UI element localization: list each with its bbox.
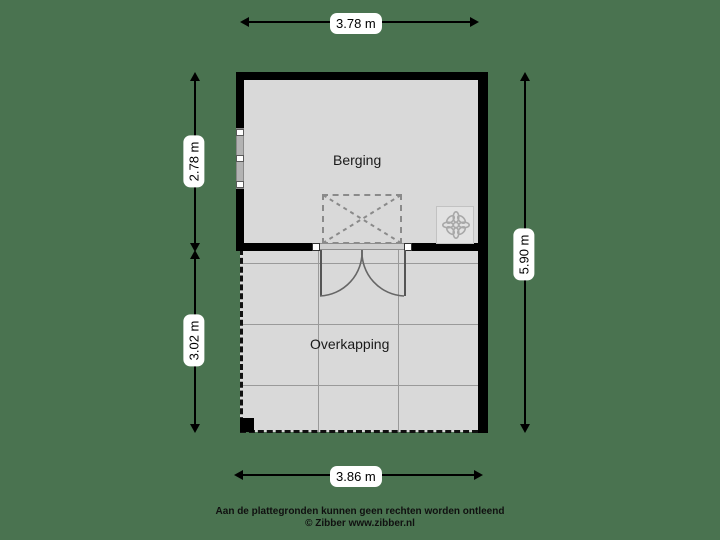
corner-post <box>240 418 254 432</box>
door-swing-arcs <box>319 249 405 297</box>
window-pane <box>236 129 244 136</box>
footer: Aan de plattegronden kunnen geen rechten… <box>0 506 720 530</box>
footer-credit: © Zibber www.zibber.nl <box>305 518 415 529</box>
dimension-right-arrow-bottom <box>520 424 530 433</box>
dimension-bottom-arrow-right <box>474 470 483 480</box>
wall-berging-right <box>478 72 488 249</box>
door-jamb-left <box>312 243 320 251</box>
fan-icon <box>442 211 470 239</box>
room-label-berging: Berging <box>333 152 382 168</box>
room-label-overkapping: Overkapping <box>310 336 390 352</box>
tile-line-vertical <box>398 249 399 432</box>
ceiling-hatch-cross-icon <box>322 194 402 244</box>
dimension-bottom-label: 3.86 m <box>330 466 382 487</box>
dimension-top-label: 3.78 m <box>330 13 382 34</box>
footer-disclaimer: Aan de plattegronden kunnen geen rechten… <box>215 506 505 517</box>
dimension-left-lower-arrow-bottom <box>190 424 200 433</box>
wall-berging-left-lower <box>236 188 244 249</box>
dimension-top-arrow-left <box>240 17 249 27</box>
door-jamb-right <box>404 243 412 251</box>
dimension-bottom-arrow-left <box>234 470 243 480</box>
dimension-left-upper-arrow-top <box>190 72 200 81</box>
wall-berging-bottom-left <box>236 243 312 251</box>
door-leaf-right <box>404 250 406 296</box>
wall-berging-left-upper <box>236 72 244 129</box>
door-leaf-left <box>320 250 322 296</box>
dimension-top-arrow-right <box>470 17 479 27</box>
wall-canopy-right <box>478 243 488 433</box>
tile-line-vertical <box>318 249 319 432</box>
wall-berging-top <box>236 72 488 80</box>
overkapping-floor <box>240 249 478 432</box>
tile-line-horizontal <box>240 324 478 325</box>
dimension-left-upper-arrow-bottom <box>190 243 200 252</box>
tile-line-horizontal <box>240 263 478 264</box>
dimension-left-upper-label: 2.78 m <box>183 135 205 188</box>
dimension-right-arrow-top <box>520 72 530 81</box>
window-pane <box>236 155 244 162</box>
canopy-open-edge-left <box>240 249 243 432</box>
window-pane <box>236 181 244 188</box>
dimension-left-lower-label: 3.02 m <box>183 314 205 367</box>
canopy-open-edge-bottom <box>240 430 478 433</box>
dimension-right-label: 5.90 m <box>513 228 535 281</box>
dimension-left-lower-arrow-top <box>190 250 200 259</box>
tile-line-horizontal <box>240 385 478 386</box>
wall-berging-bottom-right <box>412 243 488 251</box>
